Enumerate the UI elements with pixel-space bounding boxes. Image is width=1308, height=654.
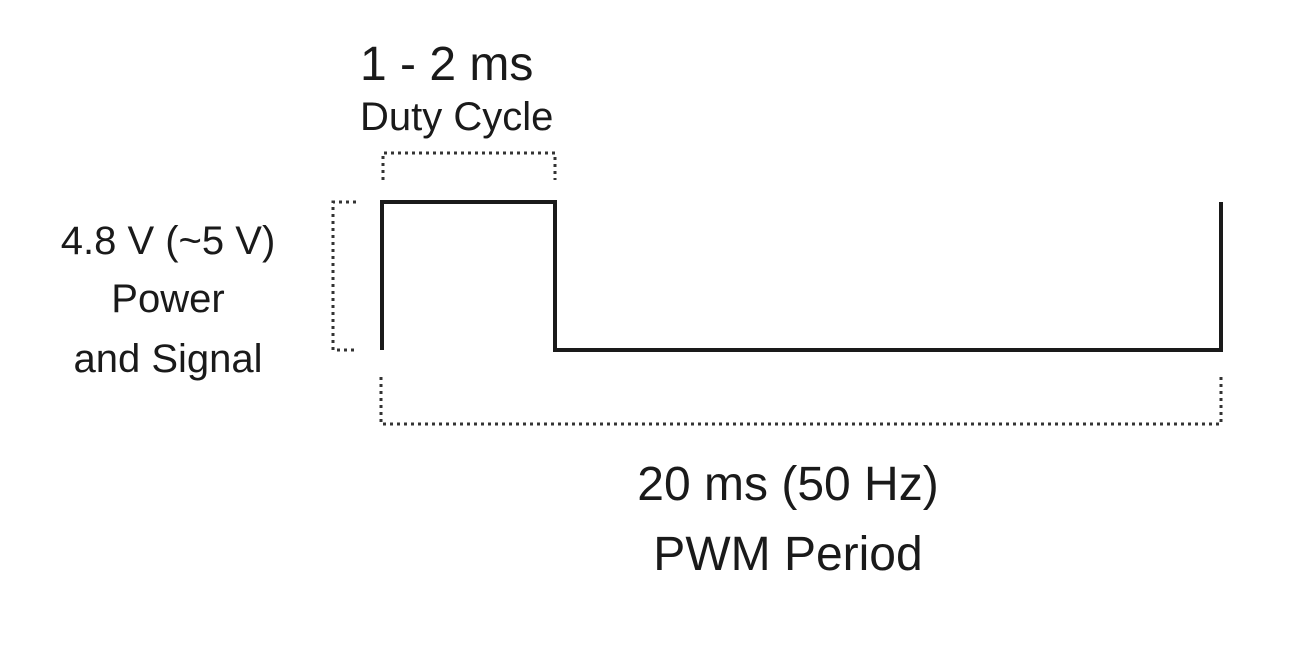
period-bracket — [379, 377, 1223, 426]
duty-cycle-value: 1 - 2 ms — [360, 38, 533, 91]
voltage-label-signal: and Signal — [73, 337, 262, 381]
duty-cycle-bracket — [381, 151, 557, 180]
pwm-waveform — [380, 200, 1223, 352]
period-value: 20 ms (50 Hz) — [637, 458, 938, 511]
voltage-bracket — [331, 200, 356, 352]
voltage-value: 4.8 V (~5 V) — [61, 219, 276, 263]
duty-cycle-label: Duty Cycle — [360, 95, 553, 139]
period-label: PWM Period — [653, 528, 922, 581]
voltage-label-power: Power — [111, 277, 224, 321]
